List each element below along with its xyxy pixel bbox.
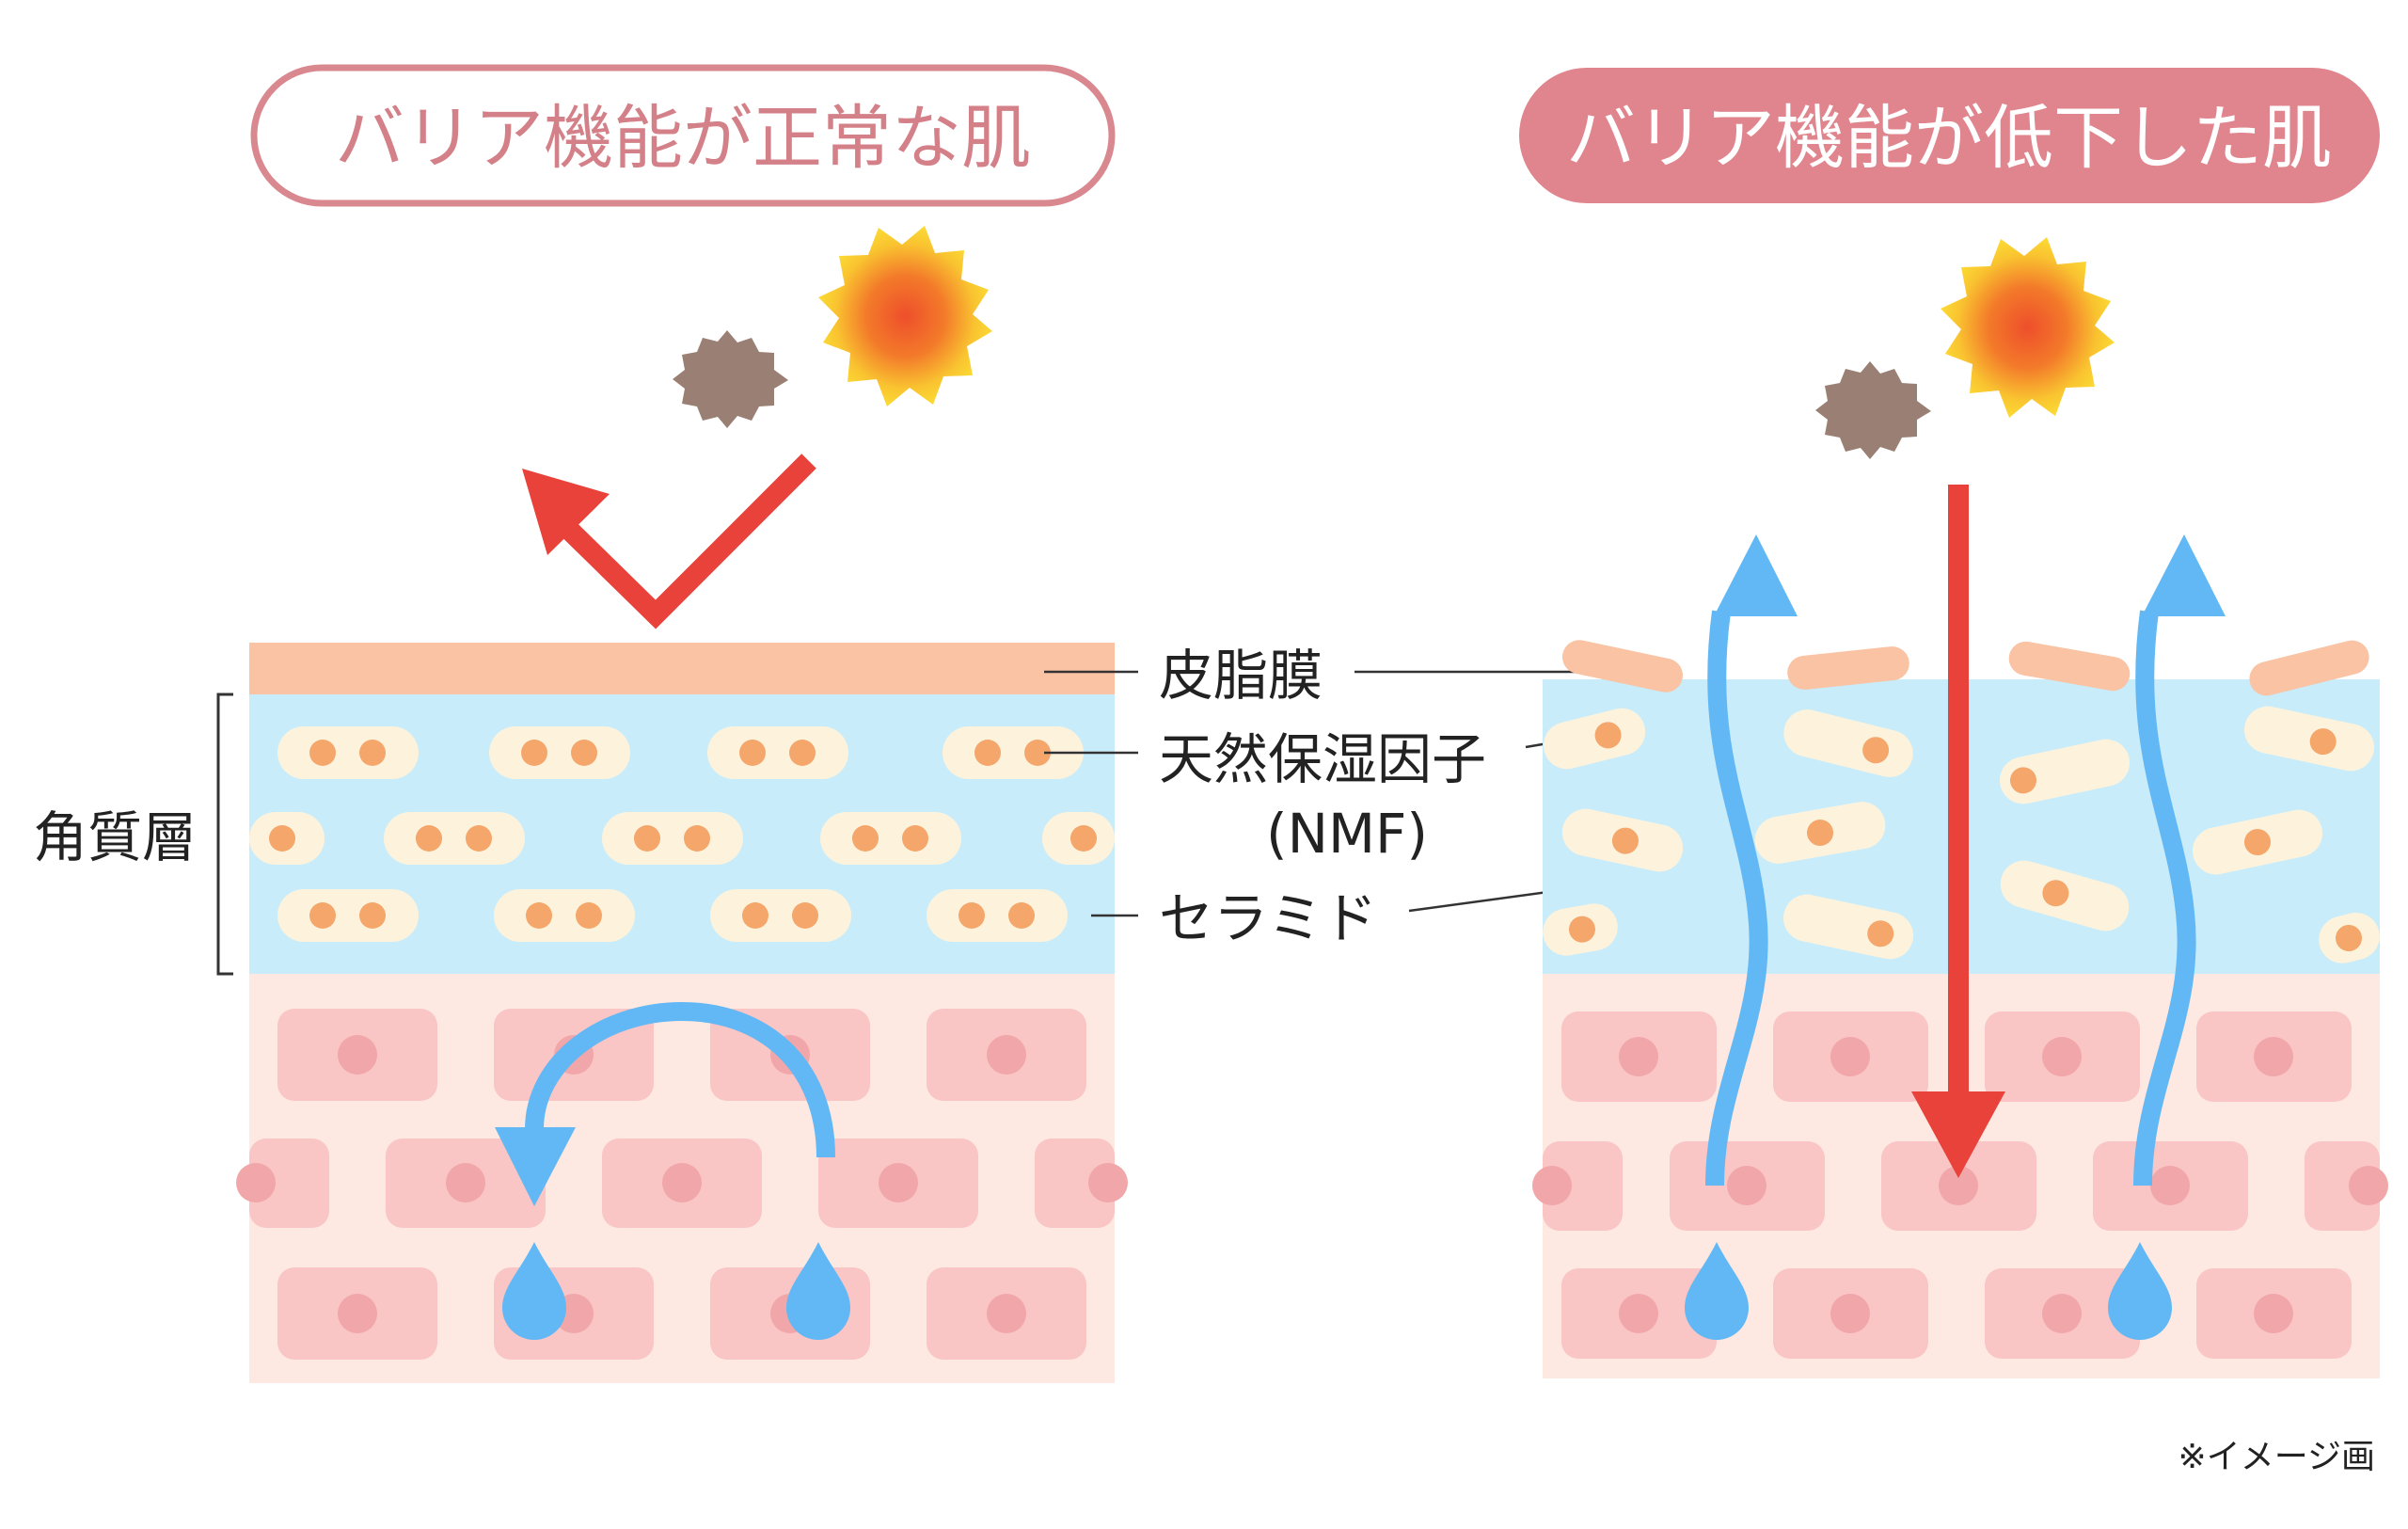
sun-icon bbox=[1941, 237, 2115, 418]
scattered-ceramides bbox=[1543, 706, 2380, 964]
sun-icon bbox=[818, 226, 992, 406]
pollutant-icon bbox=[1815, 361, 1931, 459]
title-normal-pill: バリア機能が正常な肌 bbox=[250, 64, 1116, 207]
living-cells bbox=[1532, 1011, 2388, 1359]
ceramide-capsules bbox=[249, 726, 1115, 942]
label-ceramide: セラミド bbox=[1159, 886, 1377, 950]
label-stratum-corneum: 角質層 bbox=[33, 805, 197, 869]
title-damaged-pill: バリア機能が低下した肌 bbox=[1519, 68, 2380, 203]
moisture-escape-arrow bbox=[1705, 534, 1798, 1187]
damaged-skin-panel bbox=[1532, 237, 2388, 1378]
sebum-fragments bbox=[1562, 640, 2369, 696]
uv-reflect-arrow bbox=[522, 454, 816, 629]
uv-penetrate-arrow bbox=[1911, 485, 2005, 1178]
pollutant-icon bbox=[673, 330, 788, 428]
label-sebum: 皮脂膜 bbox=[1159, 644, 1323, 708]
footnote: ※イメージ画 bbox=[2178, 1438, 2375, 1476]
title-damaged: バリア機能が低下した肌 bbox=[1566, 98, 2332, 179]
water-drop-icon bbox=[1685, 1242, 1749, 1340]
title-normal: バリア機能が正常な肌 bbox=[335, 98, 1031, 179]
water-drop-icon bbox=[502, 1242, 566, 1340]
water-retention-arrow bbox=[495, 1001, 835, 1206]
moisture-escape-arrow bbox=[2133, 534, 2226, 1187]
label-nmf: 天然保湿因子 bbox=[1159, 727, 1486, 791]
normal-skin-panel bbox=[236, 226, 1128, 1383]
sebum-film-layer bbox=[249, 643, 1115, 694]
water-drop-icon bbox=[786, 1242, 850, 1340]
water-drop-icon bbox=[2108, 1242, 2172, 1340]
label-nmf-abbr: (NMF) bbox=[1266, 802, 1428, 866]
stratum-bracket bbox=[216, 693, 233, 976]
labels: 皮脂膜 天然保湿因子 (NMF) セラミド 角質層 bbox=[33, 644, 1605, 950]
